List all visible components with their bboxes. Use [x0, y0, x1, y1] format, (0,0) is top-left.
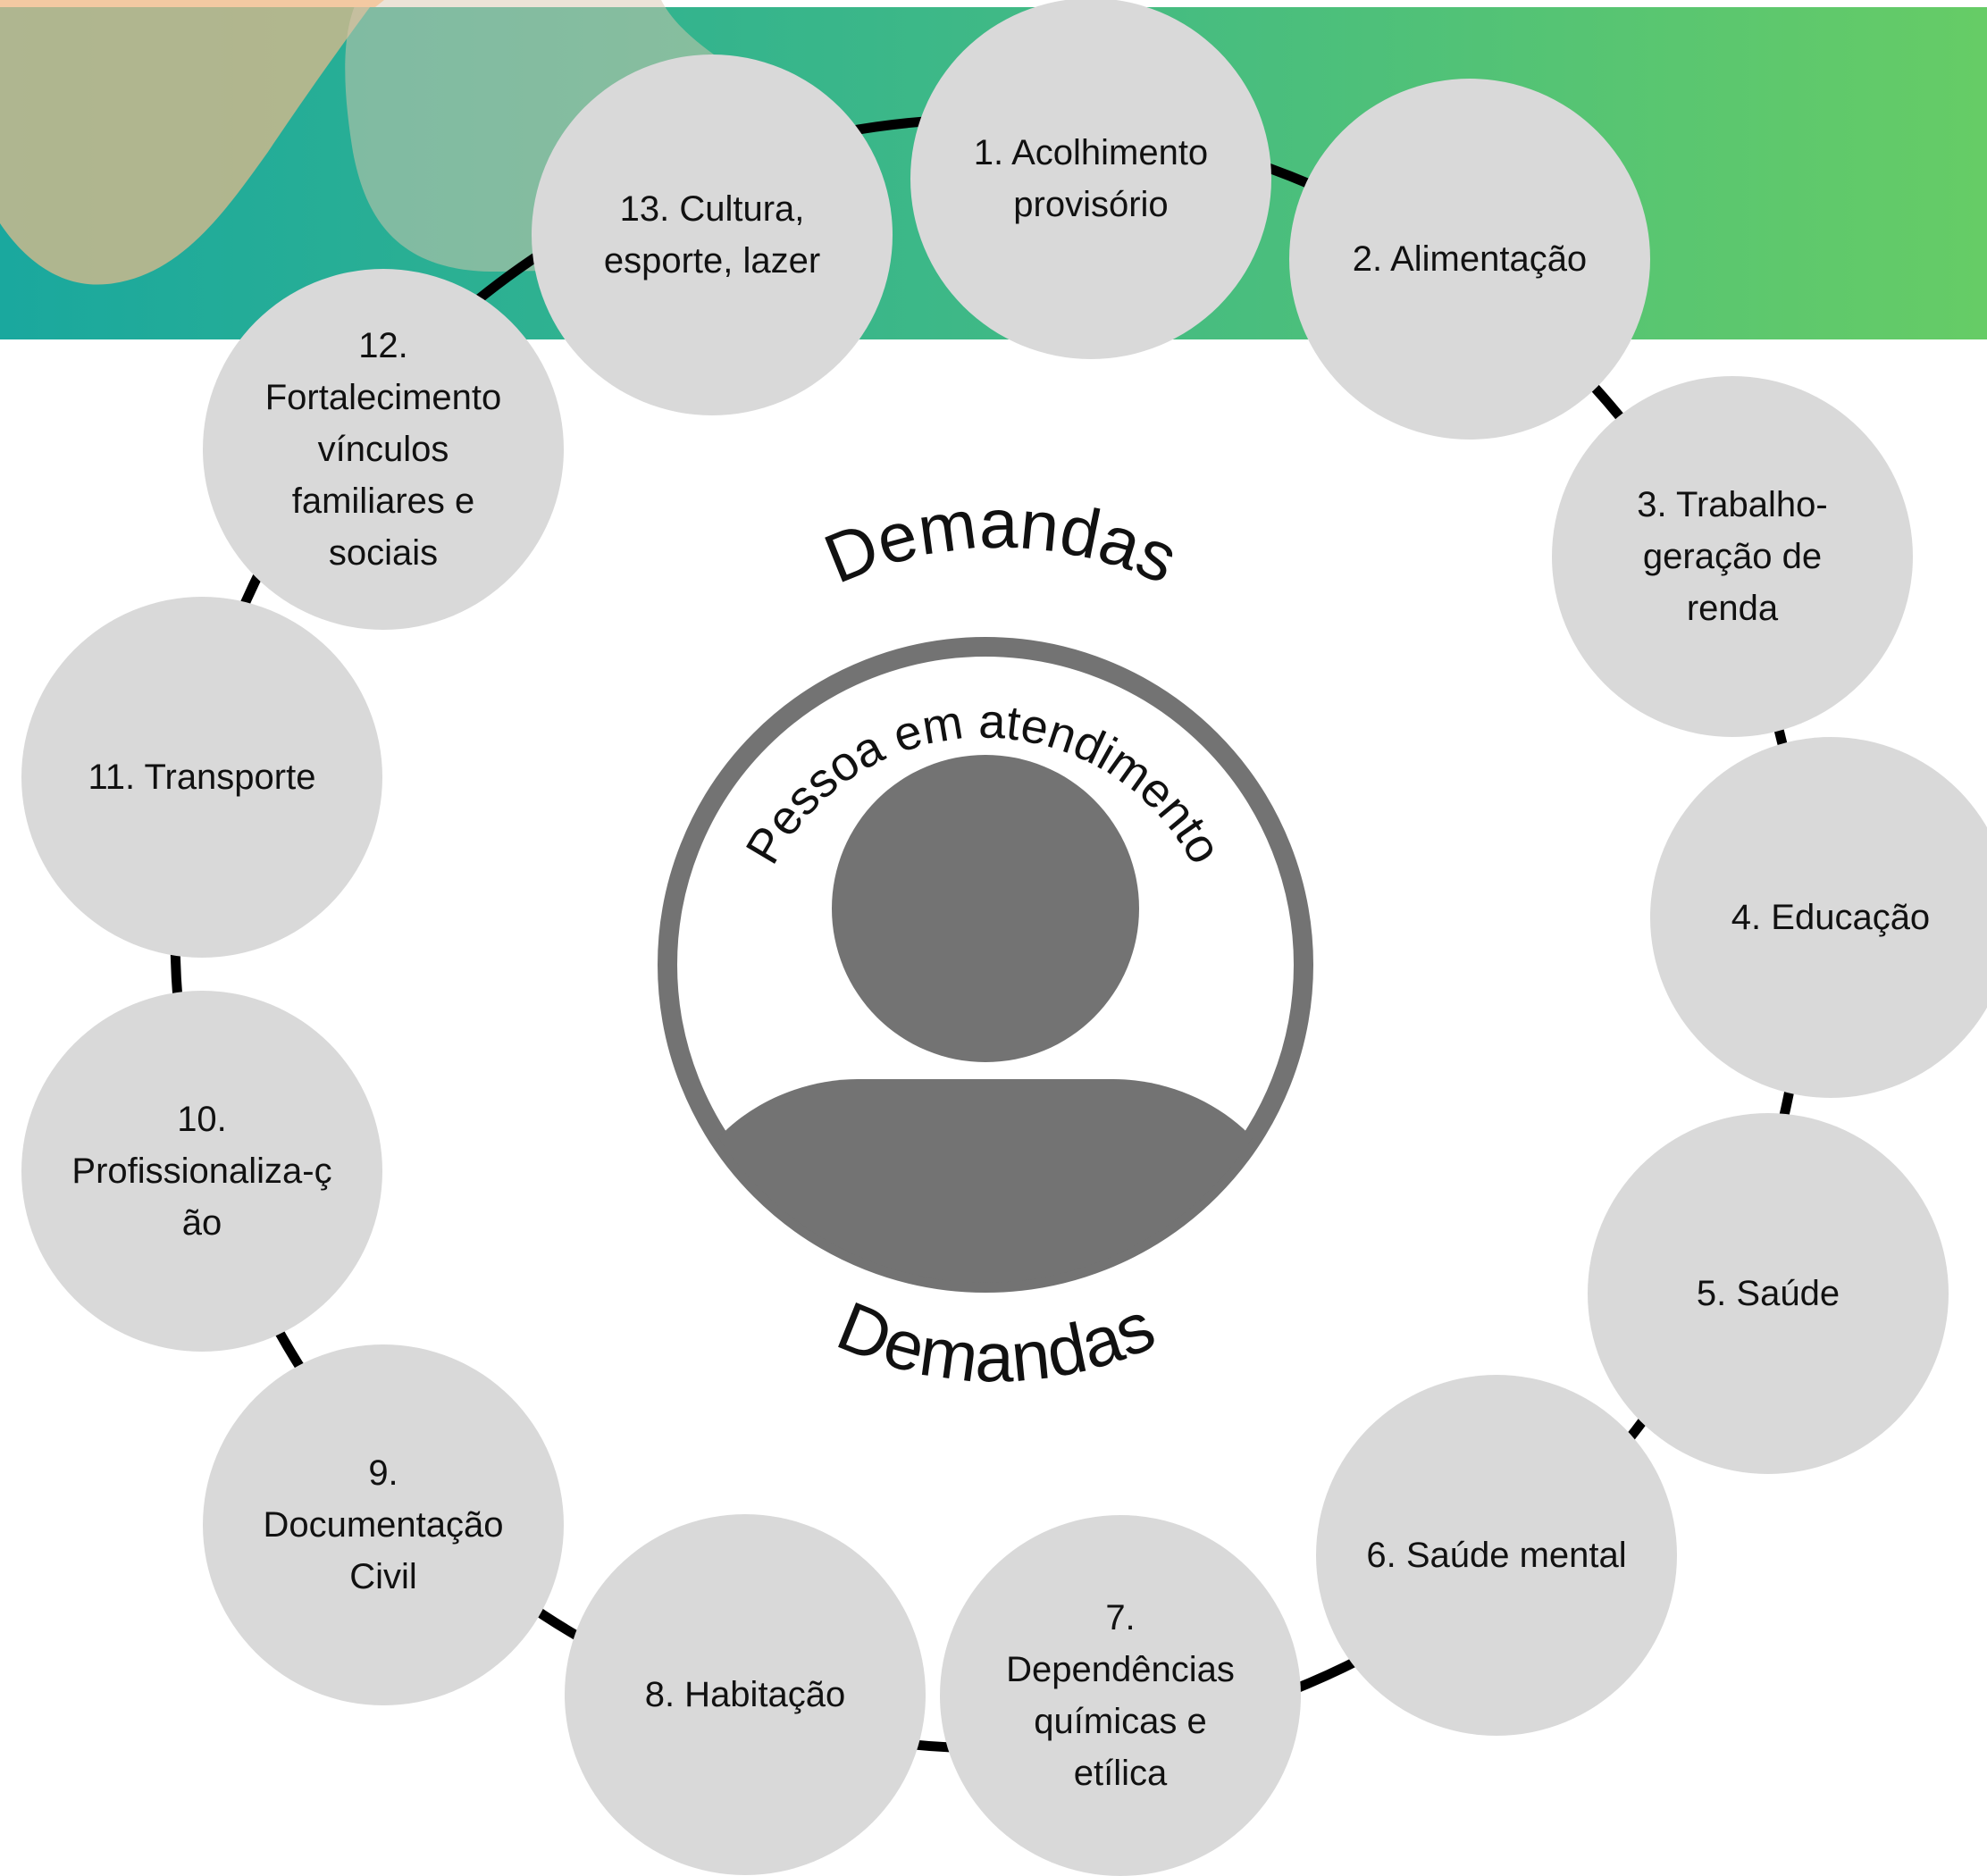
- node-4: 4. Educação: [1650, 737, 1987, 1098]
- demandas-bottom-label: Demandas: [827, 1286, 1165, 1397]
- node-label: 1. Acolhimento provisório: [973, 133, 1209, 224]
- node-label: 4. Educação: [1731, 898, 1931, 937]
- node-11: 11. Transporte: [21, 597, 382, 958]
- person-avatar-icon: [679, 755, 1292, 1283]
- tan-blob: [0, 0, 375, 285]
- node-13: 13. Cultura, esporte, lazer: [532, 54, 893, 415]
- node-3: 3. Trabalho- geração de renda: [1552, 376, 1913, 737]
- node-5: 5. Saúde: [1588, 1113, 1949, 1474]
- node-label: 8. Habitação: [644, 1675, 846, 1714]
- header-top-strip: [0, 0, 1987, 7]
- node-label: 11. Transporte: [88, 758, 316, 797]
- node-label: 6. Saúde mental: [1366, 1536, 1627, 1575]
- node-label: 2. Alimentação: [1352, 239, 1588, 279]
- node-6: 6. Saúde mental: [1316, 1375, 1677, 1736]
- node-12: 12. Fortalecimento vínculos familiares e…: [203, 269, 564, 630]
- node-label: 10. Profissionaliza-ç ão: [71, 1100, 332, 1243]
- node-8: 8. Habitação: [565, 1514, 926, 1875]
- node-label: 9. Documentação Civil: [263, 1453, 504, 1596]
- node-label: 13. Cultura, esporte, lazer: [603, 189, 821, 281]
- node-label: 7. Dependências químicas e etílica: [1006, 1598, 1235, 1793]
- node-label: 5. Saúde: [1696, 1274, 1840, 1313]
- peach-strip: [0, 0, 384, 7]
- demandas-top-label: Demandas: [814, 484, 1189, 599]
- node-label: 12. Fortalecimento vínculos familiares e…: [264, 326, 502, 573]
- node-7: 7. Dependências químicas e etílica: [940, 1515, 1301, 1876]
- node-label: 3. Trabalho- geração de renda: [1637, 485, 1828, 628]
- node-2: 2. Alimentação: [1289, 79, 1650, 440]
- node-10: 10. Profissionaliza-ç ão: [21, 991, 382, 1352]
- node-1: 1. Acolhimento provisório: [910, 0, 1271, 359]
- node-9: 9. Documentação Civil: [203, 1344, 564, 1705]
